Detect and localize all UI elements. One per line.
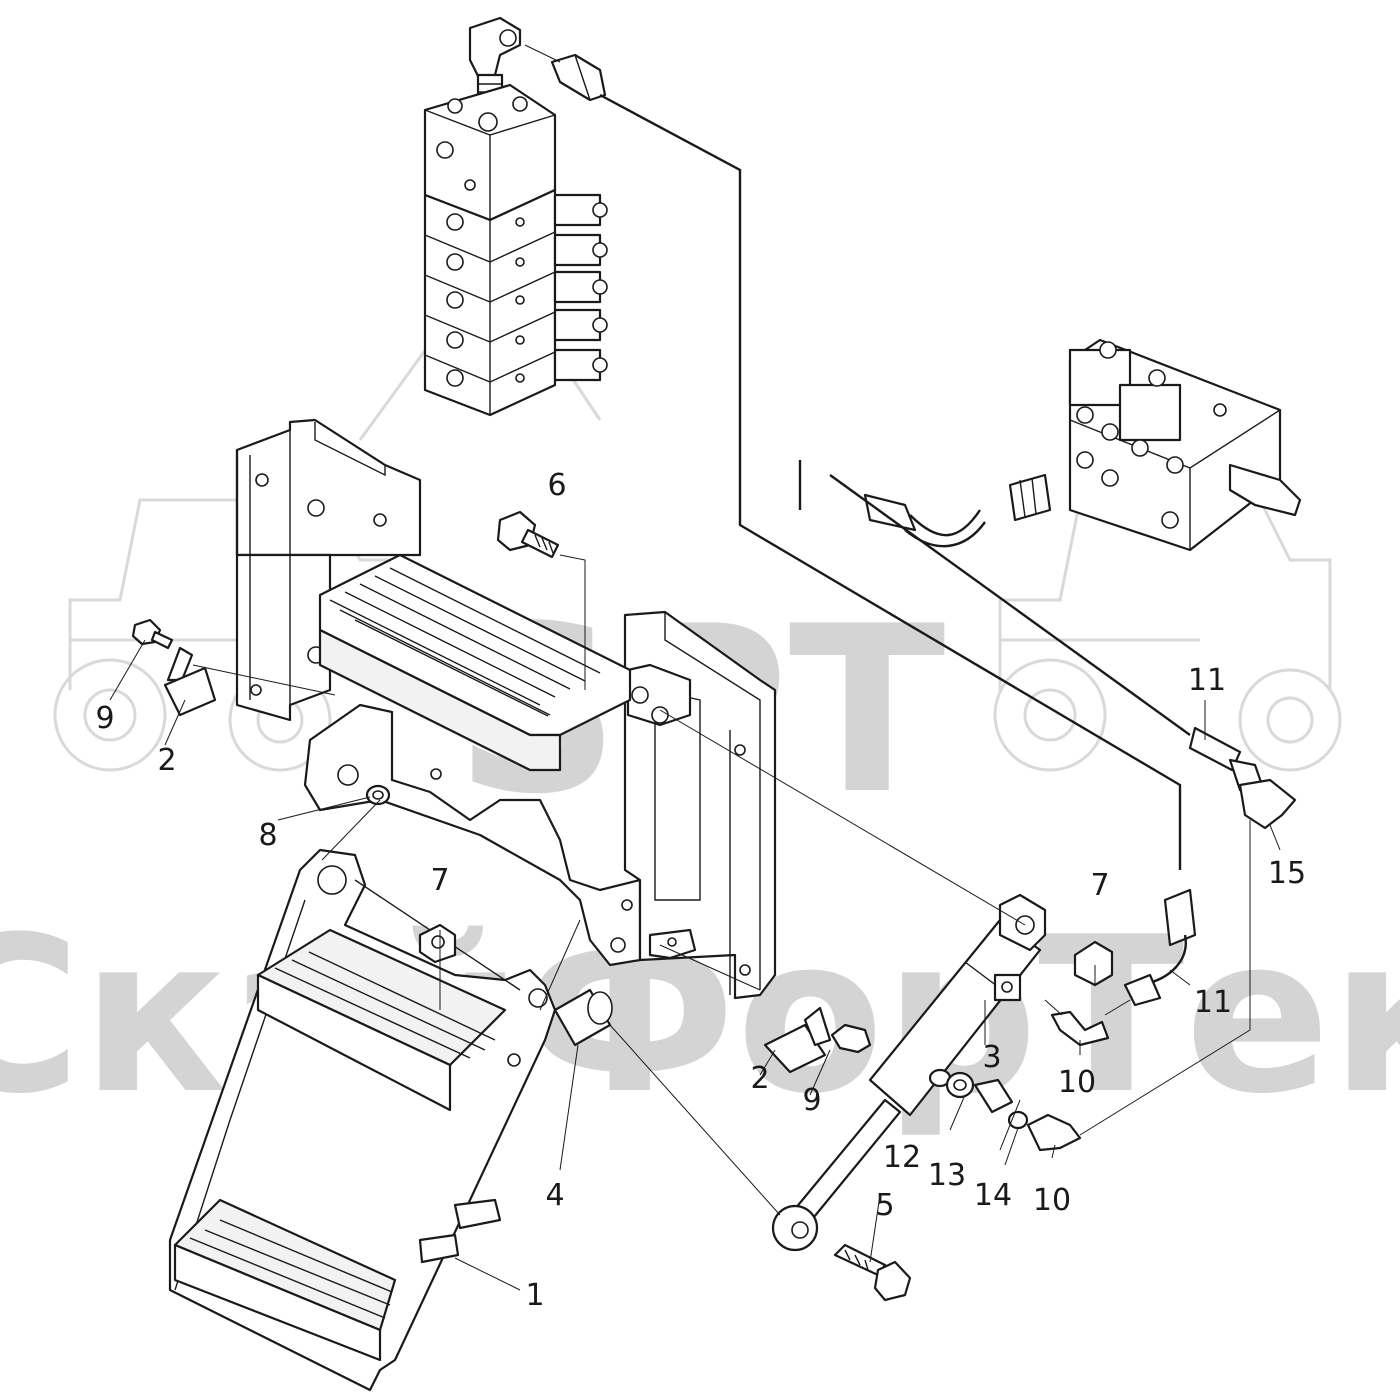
callout-7a: 7 bbox=[430, 863, 449, 898]
callout-9b: 9 bbox=[802, 1083, 821, 1118]
callout-10a: 10 bbox=[1058, 1065, 1096, 1100]
fasteners bbox=[131, 510, 1114, 1302]
callout-6: 6 bbox=[547, 468, 566, 503]
callout-15: 15 bbox=[1268, 856, 1306, 891]
callout-12: 12 bbox=[883, 1140, 921, 1175]
callout-7b: 7 bbox=[1090, 868, 1109, 903]
right-valve-block bbox=[863, 338, 1302, 552]
callout-14: 14 bbox=[974, 1178, 1012, 1213]
upper-step-tread bbox=[318, 553, 632, 772]
callout-8: 8 bbox=[258, 818, 277, 853]
callouts: 1 2 2 3 4 5 6 7 7 8 9 9 10 10 11 11 12 1… bbox=[95, 468, 1306, 1313]
callout-3: 3 bbox=[982, 1040, 1001, 1075]
callout-5: 5 bbox=[875, 1188, 894, 1223]
hydraulic-cylinder bbox=[771, 893, 1047, 1252]
valve-stack bbox=[423, 16, 608, 417]
hoses bbox=[599, 93, 1297, 1007]
bracket-plate bbox=[235, 418, 777, 1000]
callout-10b: 10 bbox=[1033, 1183, 1071, 1218]
callout-11a: 11 bbox=[1188, 663, 1226, 698]
callout-1: 1 bbox=[525, 1278, 544, 1313]
callout-9a: 9 bbox=[95, 701, 114, 736]
cylinder-fittings bbox=[928, 1010, 1110, 1152]
callout-4: 4 bbox=[545, 1178, 564, 1213]
callout-11b: 11 bbox=[1194, 985, 1232, 1020]
solenoid-coils bbox=[553, 193, 608, 382]
step-frame bbox=[168, 848, 557, 1392]
callout-2a: 2 bbox=[157, 743, 176, 778]
callout-13: 13 bbox=[928, 1158, 966, 1193]
callout-2b: 2 bbox=[750, 1061, 769, 1096]
leader-lines bbox=[109, 44, 1281, 1291]
